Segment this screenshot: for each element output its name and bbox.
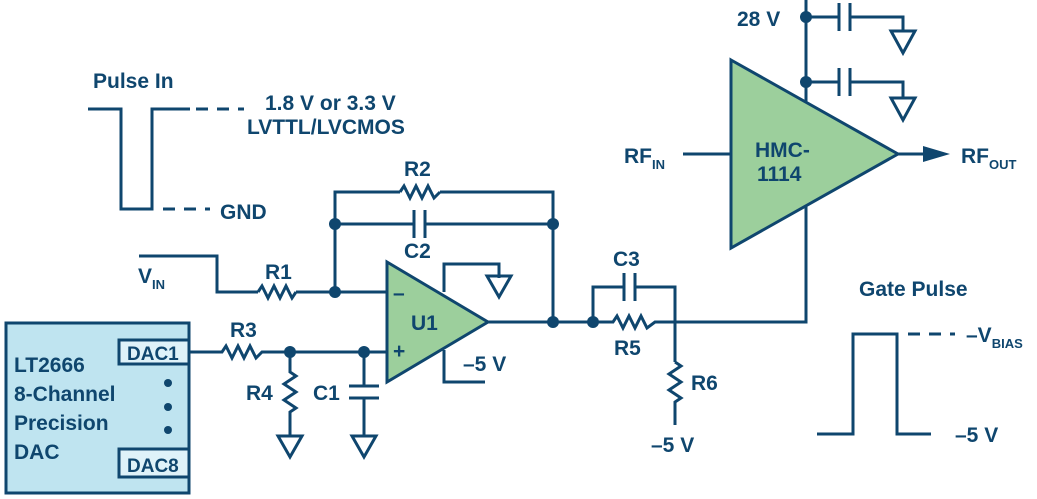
r4-resistor: [281, 352, 299, 436]
r5-resistor-and-gate-wire: [593, 160, 808, 332]
c3-left-wire: [591, 285, 624, 322]
r4-label: R4: [246, 382, 273, 405]
feedback-right-wire: [440, 190, 555, 322]
r5-label: R5: [614, 337, 641, 360]
amplifier-model: 1114: [757, 163, 802, 186]
dac1-pin: [117, 338, 191, 366]
r6-resistor: [666, 360, 684, 425]
u1-inverting-sign: –: [393, 282, 405, 305]
pulse-in-title: Pulse In: [93, 70, 174, 93]
rf-out-label: RFOUT: [961, 145, 1017, 172]
ground-icon: [349, 434, 379, 461]
u1-supply-label: –5 V: [463, 353, 506, 376]
hmc-1114-amplifier: [729, 57, 902, 251]
pulse-in-high-level: 1.8 V or 3.3 V: [265, 92, 396, 115]
dac-name: LT2666: [14, 354, 85, 377]
dac-type-2: DAC: [14, 441, 60, 464]
r3-label: R3: [230, 319, 257, 342]
ellipsis-dot: [164, 379, 172, 387]
junction-dot: [547, 316, 559, 328]
ground-icon: [888, 29, 918, 57]
u1-label: U1: [411, 312, 438, 335]
dac1-pin-label: DAC1: [127, 344, 179, 365]
dac8-pin: [117, 447, 191, 479]
gate-pulse-waveform: [817, 332, 955, 436]
u1-ground-wire: [442, 262, 501, 292]
vin-wire: [139, 254, 258, 294]
rf-in-label: RFIN: [624, 145, 665, 172]
dac-channels: 8-Channel: [14, 383, 116, 406]
r1-resistor: [256, 282, 298, 302]
r3-resistor-wire: [189, 342, 387, 362]
r6-supply-label: –5 V: [651, 434, 694, 457]
ellipsis-dot: [164, 426, 172, 434]
junction-dot: [329, 218, 341, 230]
pulse-in-logic-standard: LVTTL/LVCMOS: [247, 116, 405, 139]
u1-supply-wire: [442, 350, 485, 384]
r1-label: R1: [265, 261, 292, 284]
c1-label: C1: [313, 382, 340, 405]
pulse-in-waveform: [88, 107, 244, 211]
arrow-right-icon: [923, 146, 950, 162]
dac8-pin-label: DAC8: [127, 456, 179, 477]
ellipsis-dot: [164, 403, 172, 411]
gate-pulse-high-level: –VBIAS: [966, 324, 1023, 351]
supply-voltage-label: 28 V: [737, 8, 780, 31]
r2-resistor: [398, 182, 442, 202]
r2-label: R2: [404, 158, 431, 181]
ground-icon: [888, 96, 918, 124]
ground-icon: [275, 434, 305, 461]
c3-label: C3: [613, 248, 640, 271]
junction-dot: [547, 218, 559, 230]
c3-right-wire: [635, 285, 677, 362]
ground-icon: [484, 274, 514, 301]
u1-opamp: [385, 259, 491, 385]
gate-pulse-title: Gate Pulse: [859, 278, 968, 301]
feedback-left-wire: [333, 190, 400, 292]
dac-type: Precision: [14, 412, 109, 435]
vin-label: VIN: [138, 265, 165, 292]
c2-label: C2: [404, 240, 431, 263]
u1-noninverting-sign: +: [393, 340, 405, 363]
gate-pulse-low-level: –5 V: [955, 424, 998, 447]
pulse-in-low-level: GND: [220, 201, 267, 224]
r6-label: R6: [691, 372, 718, 395]
amplifier-name: HMC-: [755, 139, 810, 162]
